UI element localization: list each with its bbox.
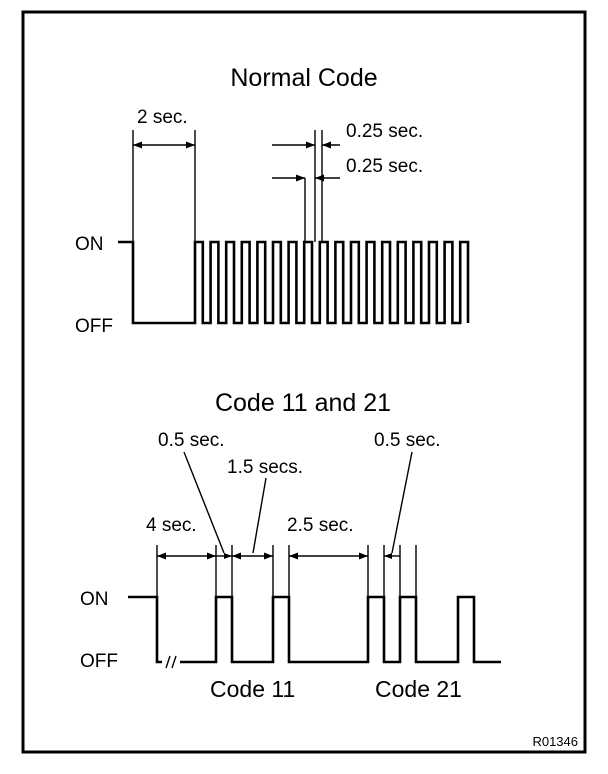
normal-025-on-arrow-right [322, 141, 331, 149]
code-on-label: ON [80, 589, 109, 610]
code-05a-arrow [224, 553, 232, 559]
code-05a-leader [183, 451, 225, 554]
code-21-label: Code 21 [375, 676, 462, 702]
figure-frame [21, 10, 587, 754]
normal-025-off-arrow-right [315, 174, 324, 182]
normal-code-waveform [118, 240, 470, 325]
code-15-arrow-right [264, 552, 273, 560]
code-25-arrow-right [359, 552, 368, 560]
normal-off-label: OFF [75, 316, 113, 337]
normal-2sec-arrow-right [186, 141, 195, 149]
normal-code-title: Normal Code [230, 64, 377, 92]
normal-on-label: ON [75, 234, 104, 255]
code-11-label: Code 11 [210, 676, 295, 702]
normal-025-off-label: 0.25 sec. [346, 156, 423, 177]
normal-025-on-arrow-left [306, 141, 315, 149]
normal-2sec-arrow-left [133, 141, 142, 149]
code-11-21-title: Code 11 and 21 [215, 389, 391, 417]
code-waveform-break-mark [165, 655, 177, 669]
code-15-label: 1.5 secs. [227, 457, 303, 478]
code-waveform-start [128, 595, 162, 664]
code-05b-arrow [384, 553, 392, 559]
code-25-arrow-left [289, 552, 298, 560]
code-15-leader [252, 477, 267, 554]
code-4sec-label: 4 sec. [146, 515, 197, 536]
code-05b-label: 0.5 sec. [374, 430, 441, 451]
code-4sec-arrow-right [207, 552, 216, 560]
code-05a-label: 0.5 sec. [158, 430, 225, 451]
normal-025-off-arrow-left [296, 174, 305, 182]
code-4sec-arrow-left [157, 552, 166, 560]
code-25-label: 2.5 sec. [287, 515, 354, 536]
code-off-label: OFF [80, 651, 118, 672]
code-waveform [180, 595, 501, 664]
code-15-arrow-left [232, 552, 241, 560]
figure-reference-id: R01346 [532, 734, 578, 749]
code-05b-leader [391, 451, 413, 554]
normal-2sec-label: 2 sec. [137, 107, 188, 128]
normal-025-on-label: 0.25 sec. [346, 121, 423, 142]
